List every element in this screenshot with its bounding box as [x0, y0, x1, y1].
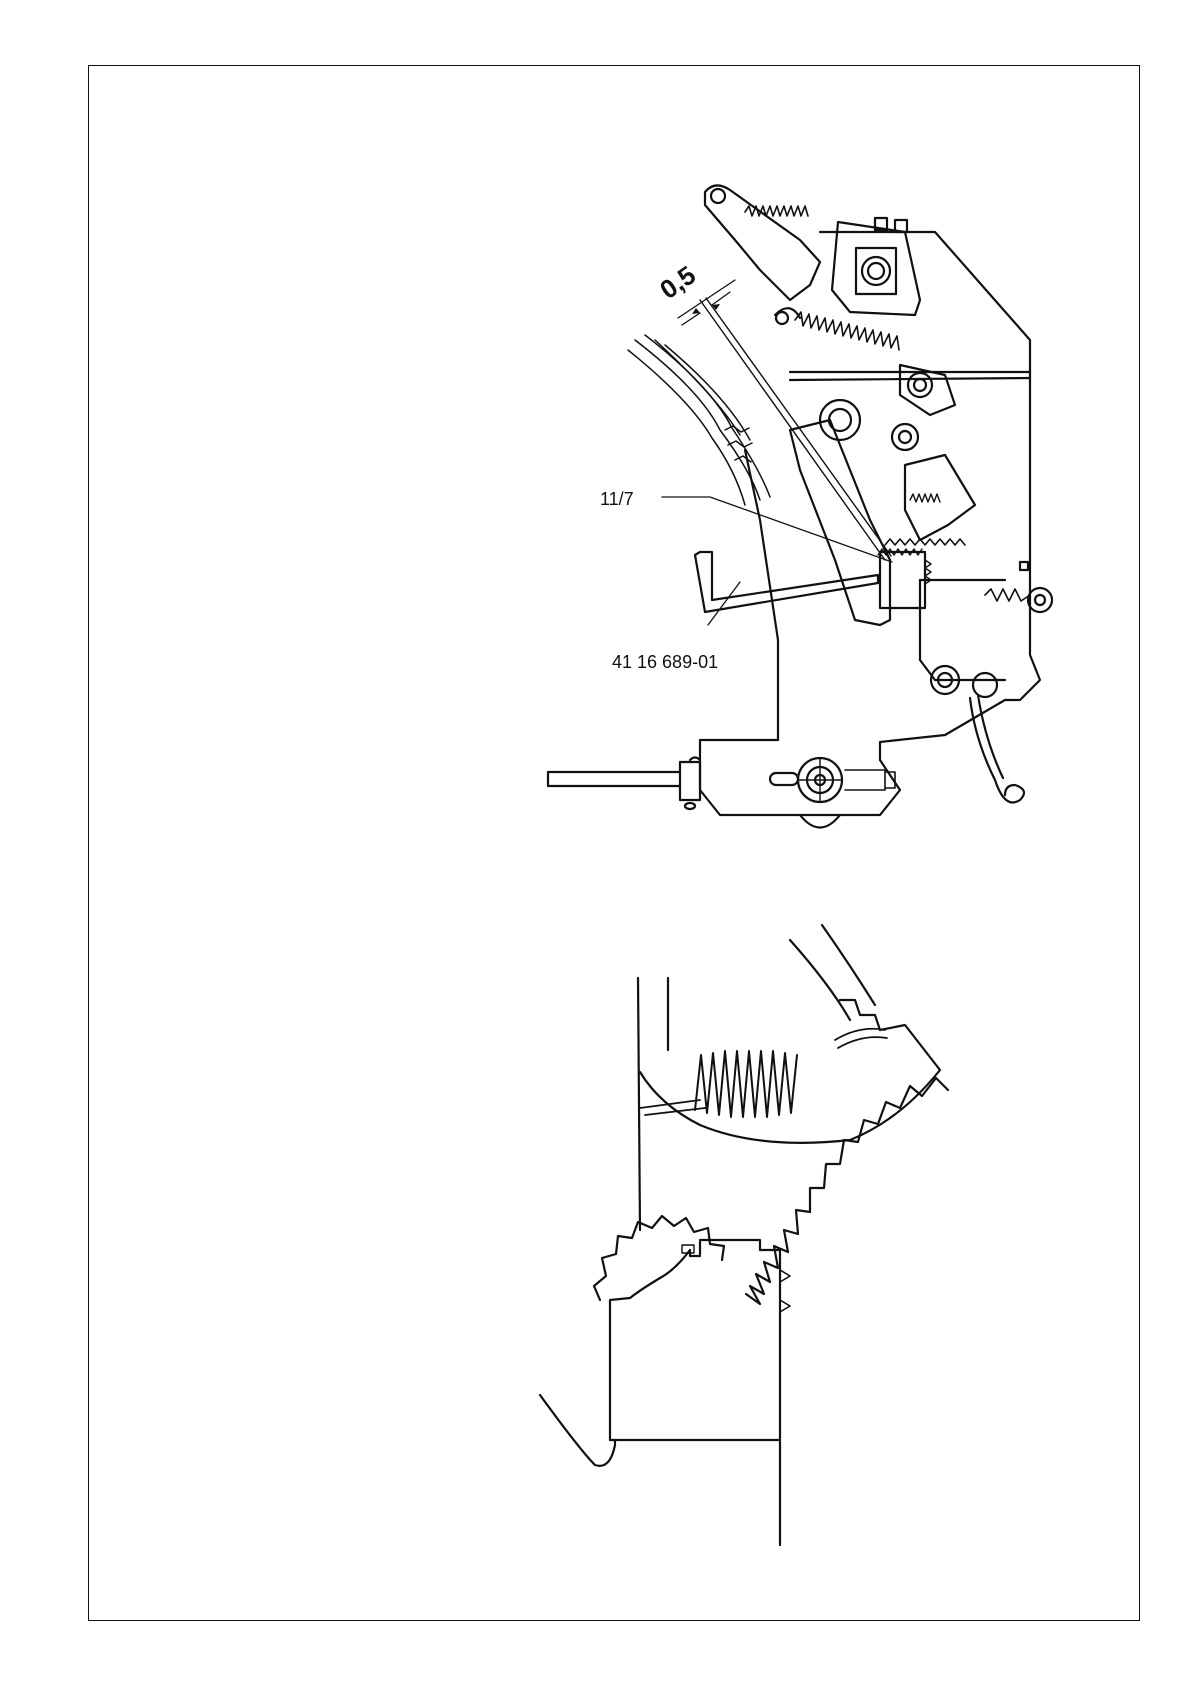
callout-tool-number: 41 16 689-01 [612, 652, 718, 672]
callout-11-7: 11/7 [600, 489, 634, 509]
hex-key-tool [695, 552, 878, 612]
diagonal-spring [795, 312, 899, 350]
pinion-gear [594, 1216, 724, 1300]
sector-teeth [746, 1078, 948, 1304]
lever-hole [711, 189, 725, 203]
hex-nut-top [908, 373, 932, 397]
dimension-label: 0,5 [654, 260, 701, 305]
sector-spring [695, 1051, 797, 1117]
gear-detail [540, 925, 948, 1545]
sector-gear [640, 1000, 940, 1143]
side-plate [700, 232, 1040, 815]
wood-screw [985, 589, 1030, 601]
leader-11-7 [662, 497, 892, 562]
clamp-block [832, 222, 920, 315]
hex-nut-mid [892, 424, 918, 450]
gear-sector [905, 455, 975, 540]
base-lever [540, 1395, 615, 1466]
plate-slot [920, 580, 1005, 680]
wire-bundle [635, 340, 760, 500]
bracket-arm-left [638, 978, 640, 1230]
rod [548, 772, 680, 786]
pinion-block-detail [610, 1240, 780, 1440]
